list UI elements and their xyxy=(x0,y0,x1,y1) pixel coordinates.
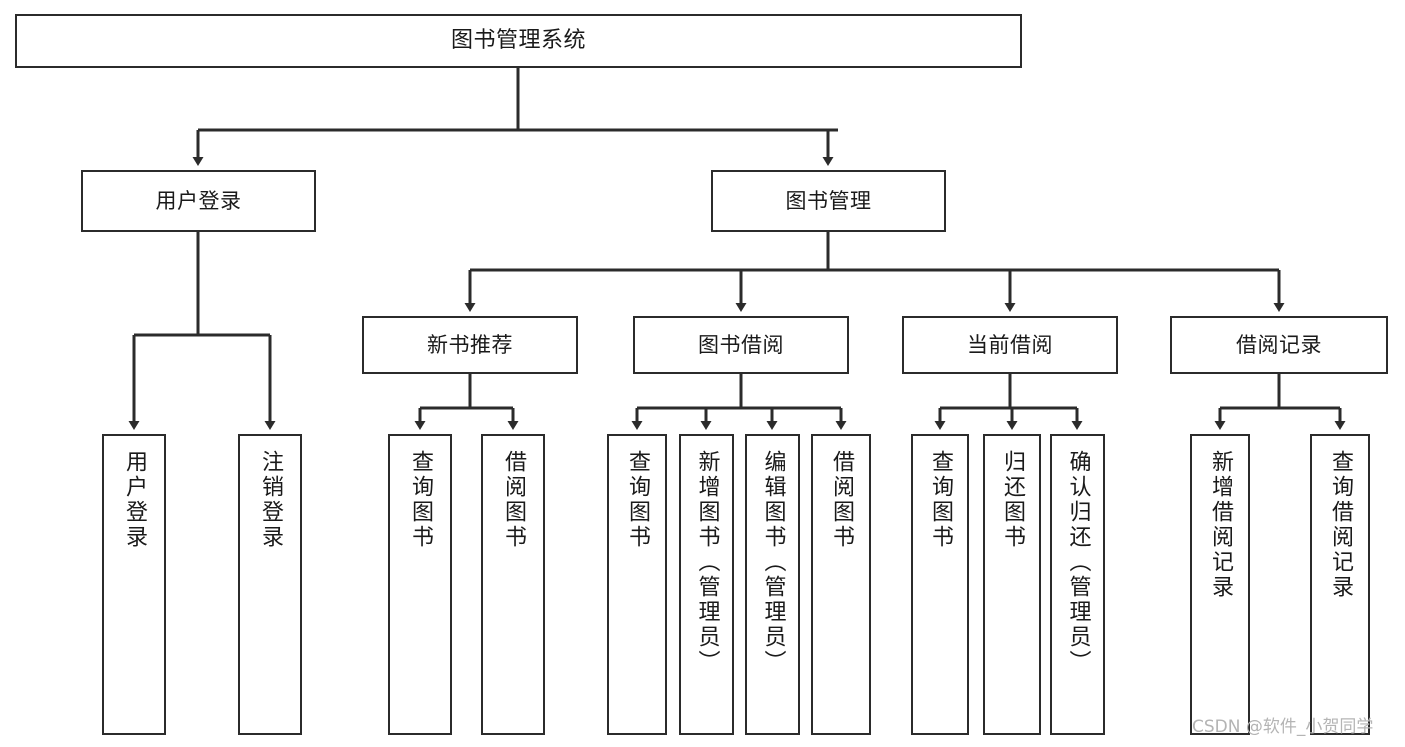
leaf-query-book-borrow-label: 查询图书 xyxy=(625,450,650,550)
leaf-borrow-book-recommend-label: 借阅图书 xyxy=(501,450,526,550)
leaf-query-book-recommend[interactable]: 查询图书 xyxy=(388,434,452,735)
node-new-book-recommend-label: 新书推荐 xyxy=(427,332,513,357)
leaf-user-login-label: 用户登录 xyxy=(122,450,147,550)
leaf-query-borrow-record-label: 查询借阅记录 xyxy=(1328,450,1353,600)
node-book-management[interactable]: 图书管理 xyxy=(711,170,946,232)
leaf-logout-label: 注销登录 xyxy=(258,450,283,550)
node-borrow-record-label: 借阅记录 xyxy=(1236,332,1322,357)
node-book-borrow-label: 图书借阅 xyxy=(698,332,784,357)
leaf-add-book-admin[interactable]: 新增图书（管理员） xyxy=(679,434,734,735)
leaf-query-book-current-label: 查询图书 xyxy=(928,450,953,550)
leaf-borrow-book[interactable]: 借阅图书 xyxy=(811,434,871,735)
leaf-return-book-label: 归还图书 xyxy=(1000,450,1025,550)
leaf-borrow-book-label: 借阅图书 xyxy=(829,450,854,550)
leaf-add-book-admin-label: 新增图书（管理员） xyxy=(694,450,720,675)
node-root-label: 图书管理系统 xyxy=(450,28,586,54)
leaf-confirm-return-admin-label: 确认归还（管理员） xyxy=(1065,450,1091,675)
leaf-logout[interactable]: 注销登录 xyxy=(238,434,302,735)
node-book-management-label: 图书管理 xyxy=(785,188,872,213)
leaf-query-book-recommend-label: 查询图书 xyxy=(408,450,433,550)
leaf-add-borrow-record-label: 新增借阅记录 xyxy=(1208,450,1233,600)
node-new-book-recommend[interactable]: 新书推荐 xyxy=(362,316,578,374)
leaf-return-book[interactable]: 归还图书 xyxy=(983,434,1041,735)
node-user-login[interactable]: 用户登录 xyxy=(81,170,316,232)
node-borrow-record[interactable]: 借阅记录 xyxy=(1170,316,1388,374)
node-user-login-label: 用户登录 xyxy=(155,188,242,213)
node-current-borrow[interactable]: 当前借阅 xyxy=(902,316,1118,374)
node-current-borrow-label: 当前借阅 xyxy=(967,332,1053,357)
leaf-user-login[interactable]: 用户登录 xyxy=(102,434,166,735)
node-root[interactable]: 图书管理系统 xyxy=(15,14,1022,68)
leaf-query-borrow-record[interactable]: 查询借阅记录 xyxy=(1310,434,1370,735)
leaf-confirm-return-admin[interactable]: 确认归还（管理员） xyxy=(1050,434,1105,735)
leaf-borrow-book-recommend[interactable]: 借阅图书 xyxy=(481,434,545,735)
leaf-query-book-borrow[interactable]: 查询图书 xyxy=(607,434,667,735)
leaf-edit-book-admin[interactable]: 编辑图书（管理员） xyxy=(745,434,800,735)
leaf-query-book-current[interactable]: 查询图书 xyxy=(911,434,969,735)
leaf-edit-book-admin-label: 编辑图书（管理员） xyxy=(760,450,786,675)
node-book-borrow[interactable]: 图书借阅 xyxy=(633,316,849,374)
leaf-add-borrow-record[interactable]: 新增借阅记录 xyxy=(1190,434,1250,735)
